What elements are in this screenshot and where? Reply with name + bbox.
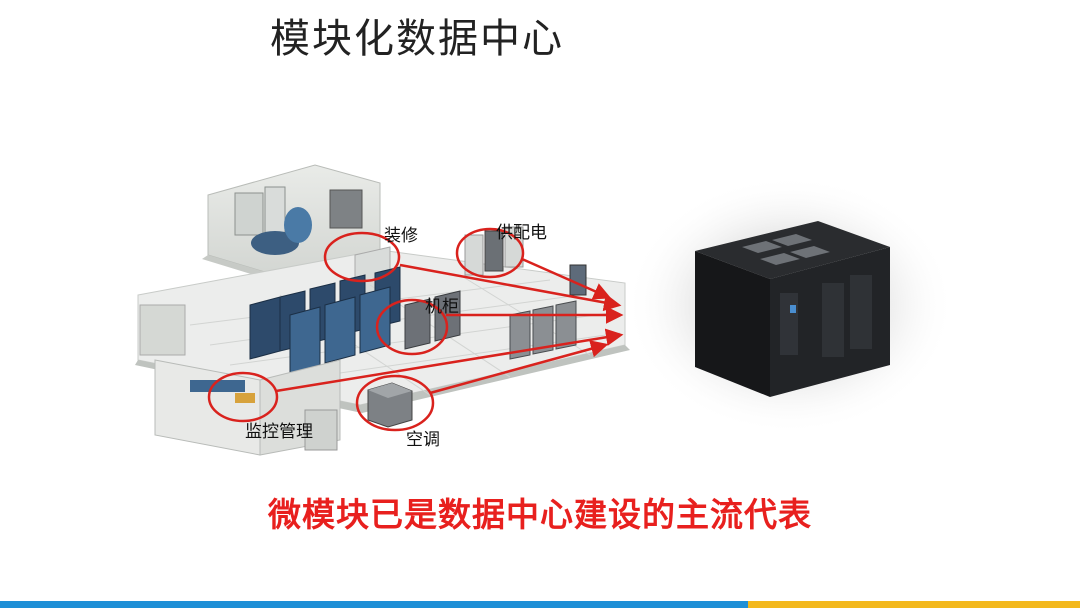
slide-title: 模块化数据中心	[270, 16, 564, 62]
slide-caption: 微模块已是数据中心建设的主流代表	[268, 495, 812, 534]
label-cabinet: 机柜	[425, 297, 459, 317]
ups-cabinets	[509, 300, 577, 360]
footer-bar-blue	[0, 601, 748, 608]
generator-room	[202, 164, 390, 283]
label-aircon: 空调	[406, 430, 440, 450]
circle-monitor	[207, 371, 279, 423]
circle-power	[455, 227, 525, 279]
footer-bar-gold	[748, 601, 1080, 608]
label-power: 供配电	[496, 223, 547, 243]
callout-arrows	[275, 257, 624, 395]
rack-rows	[249, 266, 461, 374]
callout-circles	[207, 227, 525, 432]
circle-cabinet	[375, 298, 449, 356]
label-decoration: 装修	[384, 226, 418, 246]
footer-bar	[0, 601, 1080, 608]
datacenter-illustration	[135, 164, 950, 456]
micro-module-cabinet	[625, 175, 950, 435]
aircon-unit	[367, 382, 413, 428]
monitoring-room	[154, 359, 341, 456]
circle-aircon	[355, 374, 435, 432]
circle-decoration	[323, 231, 401, 283]
label-monitor: 监控管理	[245, 422, 313, 442]
